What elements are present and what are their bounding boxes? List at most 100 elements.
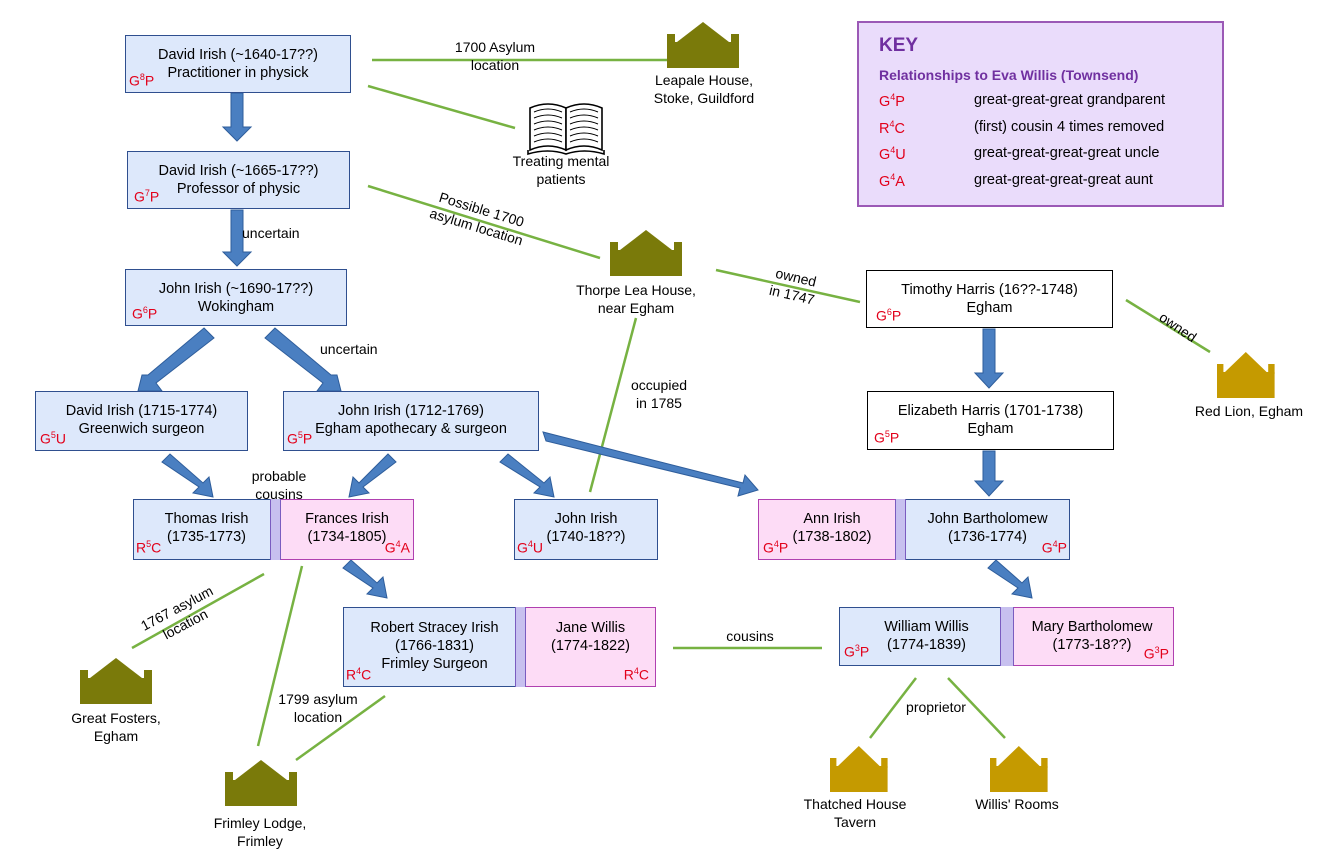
person-name: David Irish (1715-1774) (65, 403, 218, 419)
person-role: Greenwich surgeon (78, 421, 205, 437)
person-timothy-harris: Timothy Harris (16??-1748) Egham G6P (866, 270, 1113, 328)
arrow-david3-thomas (161, 453, 214, 498)
key-description: great-great-great-great uncle (974, 145, 1160, 161)
label-uncertain-1: uncertain (242, 225, 300, 241)
person-dates: (1740-18??) (546, 529, 626, 545)
key-subtitle: Relationships to Eva Willis (Townsend) (879, 67, 1139, 83)
building-icon (80, 658, 152, 704)
relationship-code: G8P (129, 72, 155, 89)
place-frimley-lodge: Frimley Lodge, Frimley (213, 815, 307, 849)
key-panel: KEY Relationships to Eva Willis (Townsen… (857, 21, 1224, 207)
person-name: John Bartholomew (927, 511, 1048, 527)
relationship-code: G5P (874, 429, 900, 446)
person-name: Robert Stracey Irish (370, 620, 499, 636)
person-name: John Irish (554, 511, 618, 527)
arrow-timothy-elizabeth (973, 328, 1005, 389)
key-description: great-great-great-great aunt (974, 172, 1153, 188)
relationship-code: G6P (876, 307, 902, 324)
person-role: Egham apothecary & surgeon (315, 421, 507, 437)
book-caption: Treating mental patients (512, 153, 610, 187)
descent-arrows (137, 92, 1033, 599)
relationship-lines (131, 58, 1211, 762)
building-icon (225, 760, 297, 806)
place-thorpe-lea-house: Thorpe Lea House, near Egham (576, 282, 696, 316)
building-icon (1217, 352, 1275, 398)
person-name: David Irish (~1640-17??) (158, 47, 318, 63)
place-leapale-house: Leapale House, Stoke, Guildford (653, 72, 755, 106)
relationship-code: G4U (517, 539, 544, 556)
place-thatched-house-tavern: Thatched House Tavern (803, 796, 907, 830)
person-dates: (1774-1839) (887, 637, 966, 653)
person-elizabeth-harris: Elizabeth Harris (1701-1738) Egham G5P (867, 391, 1114, 450)
arrow-david1-david2 (221, 92, 253, 142)
person-name: Frances Irish (305, 511, 389, 527)
person-role: Frimley Surgeon (381, 656, 488, 672)
person-name: Ann Irish (803, 511, 861, 527)
key-title: KEY (879, 35, 919, 56)
person-role: Professor of physic (176, 181, 301, 197)
arrow-john1-john2 (264, 327, 342, 392)
key-code: G4P (879, 92, 905, 110)
person-dates: (1773-18??) (1052, 637, 1132, 653)
person-dates: (1734-1805) (307, 529, 387, 545)
relationship-code: G6P (132, 305, 158, 322)
place-red-lion: Red Lion, Egham (1194, 403, 1304, 419)
person-name: John Irish (1712-1769) (338, 403, 484, 419)
building-icon (610, 230, 682, 276)
label-cousins: cousins (726, 628, 774, 644)
person-jane-willis: Jane Willis (1774-1822) R4C (515, 607, 656, 687)
key-description: (first) cousin 4 times removed (974, 119, 1165, 135)
person-mary-bartholomew: Mary Bartholomew (1773-18??) G3P (1000, 607, 1174, 666)
relationship-code: G4P (1041, 539, 1067, 556)
arrow-david2-john1 (221, 209, 253, 267)
person-name: William Willis (884, 619, 969, 635)
person-william-willis: William Willis (1774-1839) G3P (839, 607, 1014, 666)
couple-divider (270, 499, 281, 560)
person-name: Elizabeth Harris (1701-1738) (897, 403, 1084, 419)
person-name: Mary Bartholomew (1031, 619, 1153, 635)
person-dates: (1766-1831) (395, 638, 474, 654)
person-role: Wokingham (197, 299, 275, 315)
relationship-code: G3P (1143, 645, 1169, 662)
person-john-irish-1690: John Irish (~1690-17??) Wokingham G6P (125, 269, 347, 326)
person-dates: (1736-1774) (948, 529, 1027, 545)
arrow-elizabeth-johnb (973, 450, 1005, 497)
person-dates: (1735-1773) (167, 529, 246, 545)
couple-divider (895, 499, 906, 560)
person-john-irish-1740: John Irish (1740-18??) G4U (514, 499, 658, 560)
person-name: Jane Willis (555, 620, 626, 636)
person-role: Egham (967, 421, 1014, 437)
relationship-code: G5U (40, 430, 67, 447)
arrow-frances-robert (342, 559, 388, 599)
couple-divider (1000, 607, 1014, 666)
arrow-john2-john3 (499, 453, 555, 498)
place-willis-rooms: Willis' Rooms (975, 796, 1059, 812)
label-probable-cousins: probable cousins (251, 468, 307, 502)
arrow-john1-david3 (137, 327, 215, 392)
person-role: Egham (966, 300, 1013, 316)
key-code: G4A (879, 172, 905, 190)
label-1799-asylum: 1799 asylum location (278, 691, 358, 725)
key-description: great-great-great grandparent (974, 92, 1166, 108)
relationship-code: G3P (844, 643, 870, 660)
relationship-code: G4A (384, 539, 410, 556)
person-role: Practitioner in physick (167, 65, 309, 81)
relationship-code: G7P (134, 188, 160, 205)
person-david-irish-1665: David Irish (~1665-17??) Professor of ph… (127, 151, 350, 209)
key-code: R4C (879, 119, 905, 137)
person-name: Timothy Harris (16??-1748) (901, 282, 1078, 298)
person-john-irish-1712: John Irish (1712-1769) Egham apothecary … (283, 391, 539, 451)
couple-divider (515, 607, 526, 687)
person-david-irish-1640: David Irish (~1640-17??) Practitioner in… (125, 35, 351, 93)
person-name: David Irish (~1665-17??) (158, 163, 319, 179)
arrow-john2-ann (542, 431, 759, 497)
person-thomas-irish: Thomas Irish (1735-1773) R5C (133, 499, 280, 560)
label-uncertain-2: uncertain (320, 341, 378, 357)
relationship-code: G4P (763, 539, 789, 556)
book-icon (527, 103, 605, 156)
person-frances-irish: Frances Irish (1734-1805) G4A (270, 499, 414, 560)
relationship-code: R4C (346, 666, 372, 683)
person-john-bartholomew: John Bartholomew (1736-1774) G4P (895, 499, 1070, 560)
person-dates: (1738-1802) (792, 529, 872, 545)
relationship-code: R5C (136, 539, 162, 556)
